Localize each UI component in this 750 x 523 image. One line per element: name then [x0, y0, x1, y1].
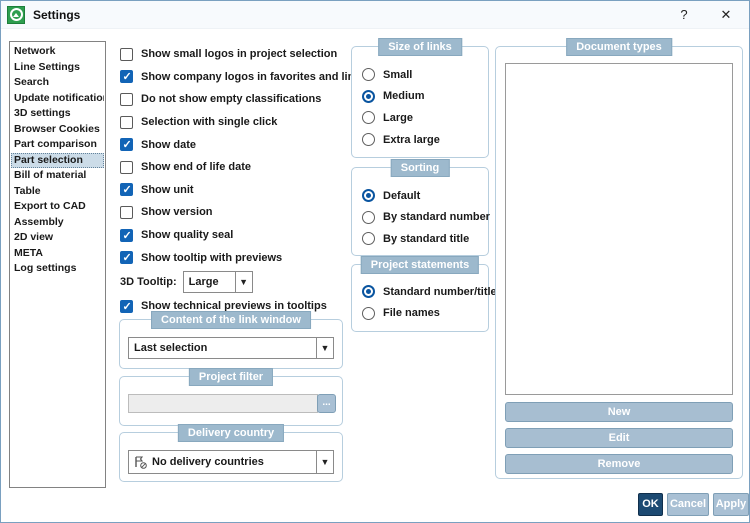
radio-row[interactable]: Extra large — [352, 129, 488, 151]
sidebar-item-assembly[interactable]: Assembly — [14, 215, 64, 228]
sidebar-item-browser-cookies[interactable]: Browser Cookies — [14, 122, 100, 135]
app-logo-icon — [7, 5, 25, 24]
sidebar-item-3d-settings[interactable]: 3D settings — [14, 107, 71, 119]
link-window-group: Content of the link window Last selectio… — [119, 311, 343, 369]
checkbox-unchecked-icon[interactable] — [120, 92, 133, 106]
title-bar: Settings ? ✕ — [1, 1, 749, 29]
checkbox-row[interactable]: Show end of life date — [120, 156, 352, 179]
radio-row[interactable]: Default — [352, 185, 488, 207]
browse-button[interactable]: ... — [317, 394, 336, 413]
checkbox-row[interactable]: Show small logos in project selection — [120, 43, 352, 66]
checkbox-unchecked-icon[interactable] — [120, 115, 133, 129]
checkbox-unchecked-icon[interactable] — [120, 205, 133, 219]
radio-row[interactable]: File names — [352, 303, 488, 325]
close-button[interactable]: ✕ — [720, 6, 732, 22]
sidebar-item-log-settings[interactable]: Log settings — [14, 262, 77, 274]
group-title: Delivery country — [177, 424, 285, 442]
sidebar-item-line-settings[interactable]: Line Settings — [14, 60, 80, 73]
radio-unselected-icon[interactable] — [362, 306, 375, 320]
checkbox-checked-icon[interactable] — [120, 299, 133, 313]
3d-tooltip-label: 3D Tooltip: — [120, 275, 177, 288]
sidebar-item-2d-view[interactable]: 2D view — [14, 231, 54, 243]
chevron-down-icon[interactable]: ▼ — [316, 451, 333, 473]
edit-button[interactable]: Edit — [505, 428, 733, 448]
3d-tooltip-row: 3D Tooltip: Large ▼ — [120, 269, 352, 295]
help-button[interactable]: ? — [680, 7, 688, 22]
sidebar-item-part-selection[interactable]: Part selection — [11, 152, 104, 168]
checkbox-row[interactable]: Show company logos in favorites and link… — [120, 66, 367, 89]
chevron-down-icon[interactable]: ▼ — [316, 338, 333, 358]
radio-unselected-icon[interactable] — [362, 210, 375, 224]
checkbox-row[interactable]: Show technical previews in tooltips — [120, 295, 352, 318]
3d-tooltip-select[interactable]: Large ▼ — [182, 270, 253, 293]
checkbox-checked-icon[interactable] — [120, 70, 133, 84]
radio-row[interactable]: Medium — [352, 86, 488, 108]
radio-unselected-icon[interactable] — [362, 133, 375, 147]
project-statements-group: Project statements Standard number/title… — [351, 256, 497, 332]
checkbox-row[interactable]: Show tooltip with previews — [120, 246, 352, 269]
sidebar-item-search[interactable]: Search — [14, 76, 50, 88]
checkbox-checked-icon[interactable] — [120, 251, 133, 265]
group-title: Project filter — [188, 368, 274, 386]
sidebar-item-export-to-cad[interactable]: Export to CAD — [14, 200, 86, 212]
new-button[interactable]: New — [505, 402, 733, 422]
sorting-group: Sorting Default By standard number By st… — [351, 159, 490, 256]
checkbox-checked-icon[interactable] — [120, 183, 133, 197]
radio-unselected-icon[interactable] — [362, 68, 375, 82]
sidebar-item-update-notification[interactable]: Update notification — [14, 91, 104, 104]
checkbox-row[interactable]: Show version — [120, 201, 352, 224]
radio-row[interactable]: Standard number/title — [352, 281, 497, 303]
group-title: Content of the link window — [151, 311, 311, 329]
checkbox-row[interactable]: Do not show empty classifications — [120, 88, 352, 111]
radio-selected-icon[interactable] — [362, 285, 375, 299]
checkbox-row[interactable]: Show date — [120, 133, 352, 156]
radio-selected-icon[interactable] — [362, 89, 375, 103]
cancel-button[interactable]: Cancel — [667, 493, 709, 516]
group-title: Size of links — [378, 38, 462, 56]
delivery-country-group: Delivery country No delivery countries ▼ — [119, 424, 343, 482]
group-title: Project statements — [360, 256, 480, 274]
checkbox-row[interactable]: Show quality seal — [120, 224, 352, 247]
radio-row[interactable]: Small — [352, 64, 488, 86]
checkbox-row[interactable]: Selection with single click — [120, 111, 352, 134]
radio-row[interactable]: Large — [352, 107, 488, 129]
checkbox-checked-icon[interactable] — [120, 138, 133, 152]
radio-row[interactable]: By standard number — [352, 207, 490, 229]
chevron-down-icon[interactable]: ▼ — [234, 271, 252, 292]
delivery-country-select[interactable]: No delivery countries ▼ — [128, 450, 334, 474]
group-title: Sorting — [390, 159, 450, 177]
sidebar-item-part-comparison[interactable]: Part comparison — [14, 138, 97, 150]
document-types-group: Document types New Edit Remove — [495, 38, 743, 479]
checkbox-row[interactable]: Show unit — [120, 179, 352, 202]
size-of-links-group: Size of links Small Medium Large Extra l… — [351, 38, 489, 158]
link-window-select[interactable]: Last selection ▼ — [128, 337, 334, 359]
window-title: Settings — [33, 7, 81, 22]
checkbox-unchecked-icon[interactable] — [120, 47, 133, 61]
group-title: Document types — [566, 38, 672, 56]
sidebar-item-meta[interactable]: META — [14, 246, 43, 259]
part-selection-options: Show small logos in project selection Sh… — [120, 43, 367, 318]
sidebar-item-bill-of-material[interactable]: Bill of material — [14, 169, 87, 181]
ok-button[interactable]: OK — [638, 493, 663, 516]
project-filter-input[interactable] — [128, 394, 318, 413]
radio-selected-icon[interactable] — [362, 189, 375, 203]
no-delivery-icon — [135, 455, 147, 469]
apply-button[interactable]: Apply — [713, 493, 749, 516]
document-types-list[interactable] — [505, 63, 733, 395]
settings-category-list: Network Line Settings Search Update noti… — [9, 41, 106, 488]
remove-button[interactable]: Remove — [505, 454, 733, 474]
radio-unselected-icon[interactable] — [362, 111, 375, 125]
radio-row[interactable]: By standard title — [352, 228, 488, 250]
sidebar-item-network[interactable]: Network — [14, 45, 56, 57]
checkbox-checked-icon[interactable] — [120, 228, 133, 242]
radio-unselected-icon[interactable] — [362, 232, 375, 246]
project-filter-group: Project filter ... — [119, 368, 343, 426]
checkbox-unchecked-icon[interactable] — [120, 160, 133, 174]
sidebar-item-table[interactable]: Table — [14, 184, 41, 197]
